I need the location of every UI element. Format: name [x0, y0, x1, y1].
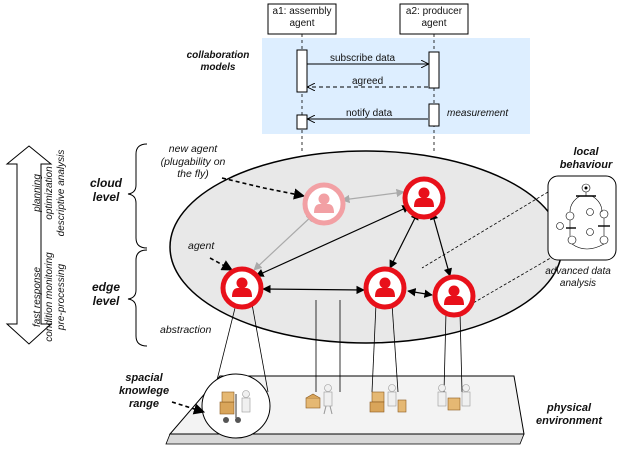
arrow-label-fast-response: fast response [32, 266, 43, 328]
lifeline-a2-label-line2: agent [421, 18, 447, 29]
activation-a1-1 [296, 49, 308, 93]
arrow-label-pre-processing: pre-processing [56, 263, 67, 331]
cloud-level-line1: cloud [90, 176, 122, 190]
new-agent-icon[interactable] [302, 182, 346, 226]
new-agent-line2: (plugability on [160, 155, 226, 168]
worker-icon [305, 384, 333, 415]
agent-icon-top-right[interactable] [402, 176, 446, 220]
lifeline-a2-label: a2: producer agent [400, 6, 468, 30]
advanced-line1: advanced data [545, 266, 611, 277]
cloud-level-brace [127, 143, 148, 249]
link-left-middle [262, 284, 365, 295]
new-agent-line1: new agent [168, 143, 218, 155]
petri-net-box [547, 175, 617, 261]
arrow-label-optimization: optimization [44, 166, 55, 220]
projection-line [459, 311, 463, 393]
advanced-data-analysis-label: advanced data analysis [536, 266, 620, 290]
lifeline-a1-box [267, 3, 337, 35]
edge-level-label: edge level [86, 280, 126, 309]
spacial-range-label: spacial knowlege range [112, 372, 176, 412]
message-subscribe-label: subscribe data [330, 53, 396, 64]
arrow-label-planning: planning [32, 174, 43, 212]
collaboration-title-line1: collaboration [186, 50, 250, 61]
projection-line [371, 303, 377, 393]
lifeline-a2-label-line1: a2: producer [405, 6, 463, 17]
link-new-agent-top-right [341, 188, 405, 204]
physical-platform-side [165, 433, 525, 445]
local-behaviour-label: local behaviour [556, 146, 616, 172]
activation-a2-1 [428, 51, 440, 89]
projection-line [251, 303, 269, 393]
new-agent-pointer [221, 177, 306, 200]
forklift-worker-icon [219, 390, 251, 423]
edge-level-brace [127, 249, 148, 347]
measurement-label: measurement [447, 108, 509, 119]
activation-a2-2 [428, 103, 440, 127]
advanced-line2: analysis [559, 278, 597, 289]
link-middle-right [407, 288, 433, 298]
projection-line [443, 311, 447, 393]
arrow-label-descriptive-analysis: descriptive analysis [56, 149, 67, 237]
lifeline-a2-box [399, 3, 469, 35]
projection-line [391, 303, 399, 393]
link-left-top-right [255, 205, 411, 277]
cloud-level-line2: level [92, 190, 120, 205]
local-behaviour-line2: behaviour [559, 159, 613, 172]
petri-net-graph [556, 183, 610, 250]
local-behaviour-line1: local [573, 146, 599, 158]
agent-icon-right[interactable] [432, 274, 476, 318]
agent-icon-middle[interactable] [363, 266, 407, 310]
worker-icon [369, 384, 407, 413]
spacial-range-pointer [171, 401, 206, 415]
message-agreed-label: agreed [352, 76, 384, 87]
link-top-right-right [430, 211, 452, 277]
physical-line2: environment [535, 415, 602, 428]
cloud-level-label: cloud level [86, 176, 126, 205]
lifeline-a1-label: a1: assembly agent [268, 6, 336, 30]
vertical-arrow-bottom-labels: fast response condition monitoring pre-p… [32, 237, 68, 357]
local-behaviour-connector [421, 191, 549, 269]
local-behaviour-connector [467, 255, 555, 307]
spacial-line1: spacial [125, 372, 163, 384]
collaboration-models-title: collaboration models [176, 50, 260, 74]
worker-icon [437, 384, 471, 411]
edge-level-line2: level [92, 294, 120, 309]
physical-line1: physical [546, 402, 592, 414]
vertical-arrow-top-labels: planning optimization descriptive analys… [32, 133, 68, 253]
abstraction-label: abstraction [160, 324, 212, 336]
physical-environment-label: physical environment [520, 402, 618, 428]
lifeline-a1-label-line2: agent [289, 18, 315, 29]
message-notify-label: notify data [346, 108, 393, 119]
lifeline-a1-label-line1: a1: assembly [272, 6, 332, 17]
new-agent-line3: the fly) [177, 168, 209, 181]
spacial-line2: knowlege [118, 385, 170, 398]
new-agent-label: new agent (plugability on the fly) [144, 143, 242, 181]
level-double-arrow [5, 145, 53, 345]
projection-line [213, 303, 237, 393]
edge-level-line1: edge [91, 280, 120, 294]
spacial-line3: range [129, 398, 159, 411]
agent-label: agent [188, 240, 215, 252]
link-top-right-middle [389, 211, 419, 269]
activation-a1-2 [296, 114, 308, 130]
collaboration-title-line2: models [200, 62, 236, 73]
agent-icon-left[interactable] [220, 266, 264, 310]
arrow-label-condition-monitoring: condition monitoring [44, 252, 55, 342]
